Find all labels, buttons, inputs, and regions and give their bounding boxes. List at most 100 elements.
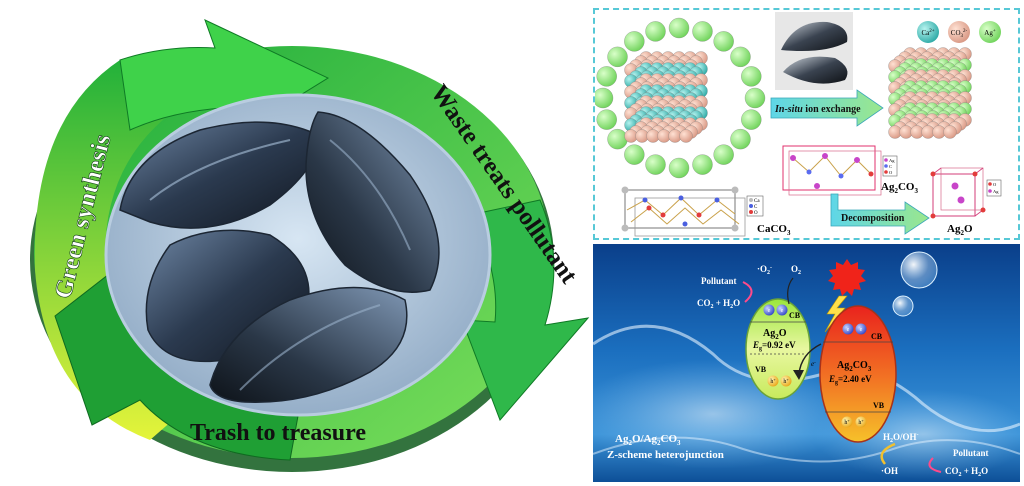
ag2o-key-o: O xyxy=(993,182,997,187)
oh-radical-label: ·OH xyxy=(881,466,898,476)
ag-ion-ring xyxy=(595,17,766,179)
electron xyxy=(855,323,867,335)
electron xyxy=(842,323,854,335)
bubble xyxy=(892,295,914,317)
superoxide-label: ·O2- xyxy=(757,264,772,276)
mussel-highlight xyxy=(329,139,411,251)
electron-symbol: e xyxy=(847,327,850,333)
oh-arrow xyxy=(880,442,896,465)
ag2co3-bandgap: Eg=2.40 eV xyxy=(828,374,872,386)
ag2co3-cb-label: CB xyxy=(871,332,883,341)
hole-symbol: h+ xyxy=(844,418,850,426)
shell-photo xyxy=(783,56,848,84)
ag-ion xyxy=(645,21,666,42)
products-top: CO2 + H2O xyxy=(697,298,740,310)
reaction-arrow-top xyxy=(742,281,753,303)
synthesis-scheme: Ca2+ CO32- Ag+ In-situ ion exchange Ca C… xyxy=(595,12,1002,237)
legend-ag: Ag+ xyxy=(984,29,996,37)
ag-ion xyxy=(595,87,614,109)
bubble xyxy=(900,251,938,289)
ag2o-label: Ag2O xyxy=(947,223,973,237)
legend-ca: Ca2+ xyxy=(921,29,934,37)
h2o-oh-label: H2O/OH- xyxy=(883,432,919,444)
sun-icon xyxy=(828,259,866,296)
ag2o-bandgap: Eg=0.92 eV xyxy=(752,340,796,352)
electron-symbol: e xyxy=(768,308,771,314)
caco3-key-o: O xyxy=(754,211,758,216)
ag2o-band xyxy=(745,298,811,400)
ag2o-unit-cell: O Ag xyxy=(930,167,1002,219)
ag-ion xyxy=(730,128,751,150)
hole xyxy=(780,375,792,387)
ion-exchange-arrow xyxy=(770,89,884,127)
ag2o-name: Ag2O xyxy=(763,328,787,341)
ag-ion xyxy=(730,46,751,68)
ag-ion xyxy=(713,31,734,52)
products-bottom: CO2 + H2O xyxy=(945,466,988,478)
label-trash-to-treasure: Trash to treasure xyxy=(190,420,366,446)
ag2co3-key-o: O xyxy=(889,170,893,175)
mechanism-panel: CB VB Ag2O Eg=0.92 eV e e h+ h+ CB VB Ag… xyxy=(593,244,1020,482)
ag2o-vb-label: VB xyxy=(755,365,767,374)
caption-line1: Ag2O/Ag2CO3 xyxy=(615,433,681,447)
pollutant-top: Pollutant xyxy=(701,276,737,286)
ag-ion xyxy=(692,154,713,175)
ag-ion xyxy=(596,66,617,87)
ag2co3-name: Ag2CO3 xyxy=(837,360,872,373)
ag-ion xyxy=(668,157,690,179)
caco3-label: CaCO3 xyxy=(757,223,791,237)
hole-symbol: h+ xyxy=(770,377,776,385)
ion-exchange-label: In-situ ion exchange xyxy=(774,104,861,115)
ag2o-cb-label: CB xyxy=(789,311,801,320)
ag2co3-vb-label: VB xyxy=(873,401,885,410)
ag-ion xyxy=(744,87,766,109)
shell-photo xyxy=(781,21,848,51)
caco3-lattice xyxy=(624,51,708,143)
caco3-key-ca: Ca xyxy=(754,199,760,204)
ag-ion xyxy=(645,154,666,175)
ion-legend: Ca2+ CO32- Ag+ xyxy=(917,21,1001,43)
decomposition-label: Decomposition xyxy=(841,213,905,224)
ag-ion xyxy=(624,144,645,165)
water-splash xyxy=(593,436,1020,463)
mussel-highlight xyxy=(149,139,291,201)
z-scheme-mechanism: CB VB Ag2O Eg=0.92 eV e e h+ h+ CB VB Ag… xyxy=(593,244,1020,482)
lattice-atom xyxy=(679,129,693,143)
ag2co3-label: Ag2CO3 xyxy=(881,181,918,195)
hole xyxy=(841,416,853,428)
ag-ion xyxy=(668,17,690,39)
ag2co3-lattice xyxy=(888,47,972,139)
mussel-shell xyxy=(209,286,408,403)
decomposition-arrow xyxy=(830,193,930,235)
caption-line2: Z-scheme heterojunction xyxy=(607,449,724,461)
ag-ion xyxy=(624,31,645,52)
electron xyxy=(763,304,775,316)
electron xyxy=(776,304,788,316)
mussel-highlight xyxy=(239,304,381,391)
mussel-shell xyxy=(305,111,440,293)
arrow-head-top xyxy=(119,19,330,150)
hole-symbol: h+ xyxy=(858,418,864,426)
arrowhead xyxy=(793,370,804,380)
cycle-diagram: Green synthesis Waste treats pollutant T… xyxy=(30,19,590,472)
reaction-arrow-bottom xyxy=(928,457,942,473)
ag2co3-unit-cell: Ag C O xyxy=(782,145,898,196)
lattice-atom xyxy=(943,125,957,139)
ag-ion xyxy=(596,109,617,130)
hole xyxy=(767,375,779,387)
oxygen-label: O2 xyxy=(791,264,801,276)
hole-symbol: h+ xyxy=(783,377,789,385)
electron-symbol: e xyxy=(860,327,863,333)
ag-ion xyxy=(692,21,713,42)
oxygen-arrow xyxy=(787,277,794,305)
synthesis-panel: Ca2+ CO32- Ag+ In-situ ion exchange Ca C… xyxy=(593,8,1020,240)
ag-ion xyxy=(741,109,762,130)
ag2co3-band xyxy=(819,305,897,443)
ag2co3-key-ag: Ag xyxy=(889,158,895,163)
ag-ion xyxy=(713,144,734,165)
legend-co3: CO32- xyxy=(951,29,968,39)
electron-symbol: e xyxy=(781,308,784,314)
caco3-unit-cell: Ca C O xyxy=(621,186,764,237)
ag2o-key-ag: Ag xyxy=(993,189,999,194)
ag2co3-key-c: C xyxy=(889,164,892,169)
